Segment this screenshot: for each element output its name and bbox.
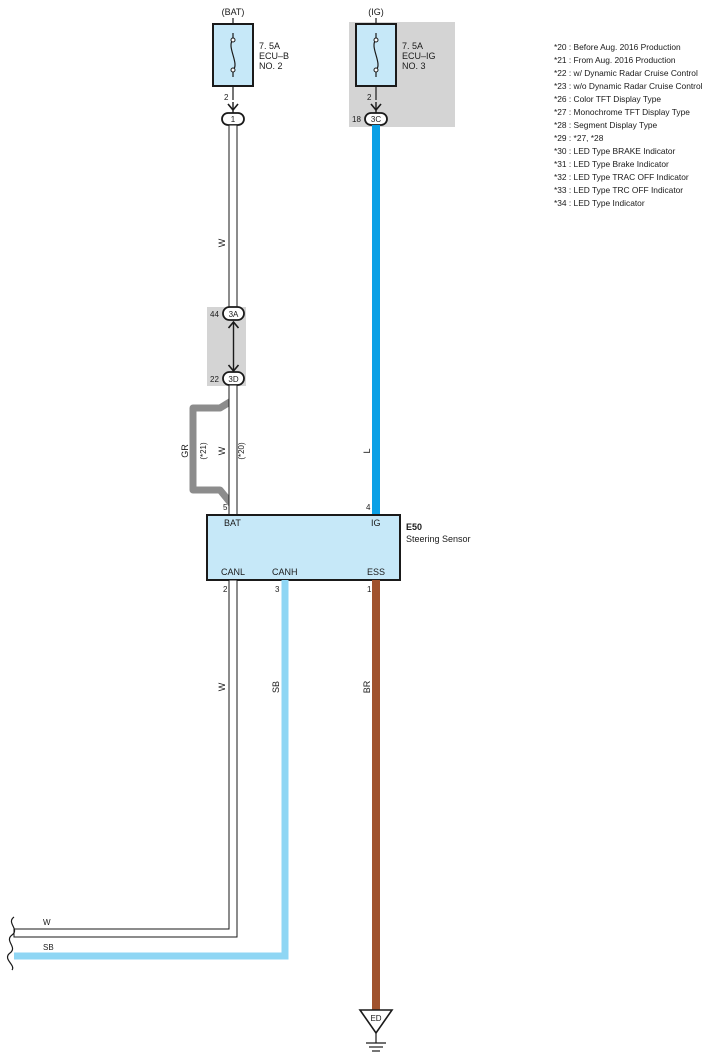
pin-ess-label: ESS: [367, 567, 385, 577]
note-line: *21 : From Aug. 2016 Production: [554, 55, 676, 65]
wire-break-icon: [6, 916, 16, 971]
note-line: *26 : Color TFT Display Type: [554, 94, 661, 104]
pin-ig-num: 4: [366, 503, 371, 512]
note-20: (*20): [237, 442, 246, 460]
connector-3a-label: 3A: [229, 310, 239, 319]
ig-fuse-pin: 2: [367, 93, 372, 102]
wire-w-bottom: [13, 579, 238, 938]
note-line: *30 : LED Type BRAKE Indicator: [554, 146, 676, 156]
bat-label: (BAT): [222, 7, 245, 17]
pin-canl-num: 2: [223, 585, 228, 594]
wire-w-top: [228, 124, 238, 309]
wire-label-l: L: [362, 448, 372, 453]
connector-3a: [222, 306, 245, 321]
pin-canh-label: CANH: [272, 567, 298, 577]
wire-label-w-bottom: W: [217, 682, 227, 691]
wire-label-w-horizontal: W: [43, 918, 51, 927]
note-line: *27 : Monochrome TFT Display Type: [554, 107, 690, 117]
note-line: *34 : LED Type Indicator: [554, 198, 645, 208]
pin-ig-label: IG: [371, 518, 381, 528]
ig-fuse-name-2: NO. 3: [402, 61, 426, 71]
wire-label-w-top: W: [217, 238, 227, 247]
note-line: *28 : Segment Display Type: [554, 120, 658, 130]
bat-fuse-pin: 2: [224, 93, 229, 102]
wire-label-w-mid: W: [217, 446, 227, 455]
wire-label-br: BR: [362, 680, 372, 693]
connector-1-label: 1: [231, 115, 236, 124]
ground-label: ED: [370, 1014, 381, 1023]
note-line: *33 : LED Type TRC OFF Indicator: [554, 185, 683, 195]
note-line: *22 : w/ Dynamic Radar Cruise Control: [554, 68, 698, 78]
component-code: E50: [406, 522, 422, 532]
bat-fuse-name-1: ECU–B: [259, 51, 289, 61]
pin-canl-label: CANL: [221, 567, 245, 577]
connector-3c-pin: 18: [352, 115, 361, 124]
steering-sensor-box: [206, 514, 401, 581]
ground-point-icon: [358, 1009, 394, 1035]
component-name: Steering Sensor: [406, 534, 471, 544]
wire-w-mid: [228, 384, 238, 516]
note-line: *20 : Before Aug. 2016 Production: [554, 42, 681, 52]
ig-fuse-rating: 7. 5A: [402, 41, 423, 51]
wire-sb: [14, 580, 289, 960]
note-line: *31 : LED Type Brake Indicator: [554, 159, 669, 169]
chevron-up-icon: [227, 320, 240, 329]
chevron-down-icon: [227, 364, 240, 373]
bat-fuse-rating: 7. 5A: [259, 41, 280, 51]
connector-3a-pin: 44: [210, 310, 219, 319]
connector-3d-label: 3D: [228, 375, 238, 384]
wire-label-gr: GR: [180, 444, 190, 458]
note-line: *23 : w/o Dynamic Radar Cruise Control: [554, 81, 703, 91]
bat-fuse-name-2: NO. 2: [259, 61, 283, 71]
note-line: *32 : LED Type TRAC OFF Indicator: [554, 172, 689, 182]
wire-label-sb: SB: [271, 681, 281, 693]
connector-3d-pin: 22: [210, 375, 219, 384]
ig-label: (IG): [368, 7, 384, 17]
note-21: (*21): [199, 442, 208, 460]
pin-bat-num: 5: [223, 503, 228, 512]
pin-ess-num: 1: [367, 585, 372, 594]
ig-fuse-name-1: ECU–IG: [402, 51, 436, 61]
note-line: *29 : *27, *28: [554, 133, 604, 143]
connector-3c-label: 3C: [371, 115, 381, 124]
wire-label-sb-horizontal: SB: [43, 943, 54, 952]
notes-legend: *20 : Before Aug. 2016 Production *21 : …: [554, 42, 703, 208]
pin-canh-num: 3: [275, 585, 280, 594]
pin-bat-label: BAT: [224, 518, 241, 528]
wire-gr: [189, 397, 236, 509]
